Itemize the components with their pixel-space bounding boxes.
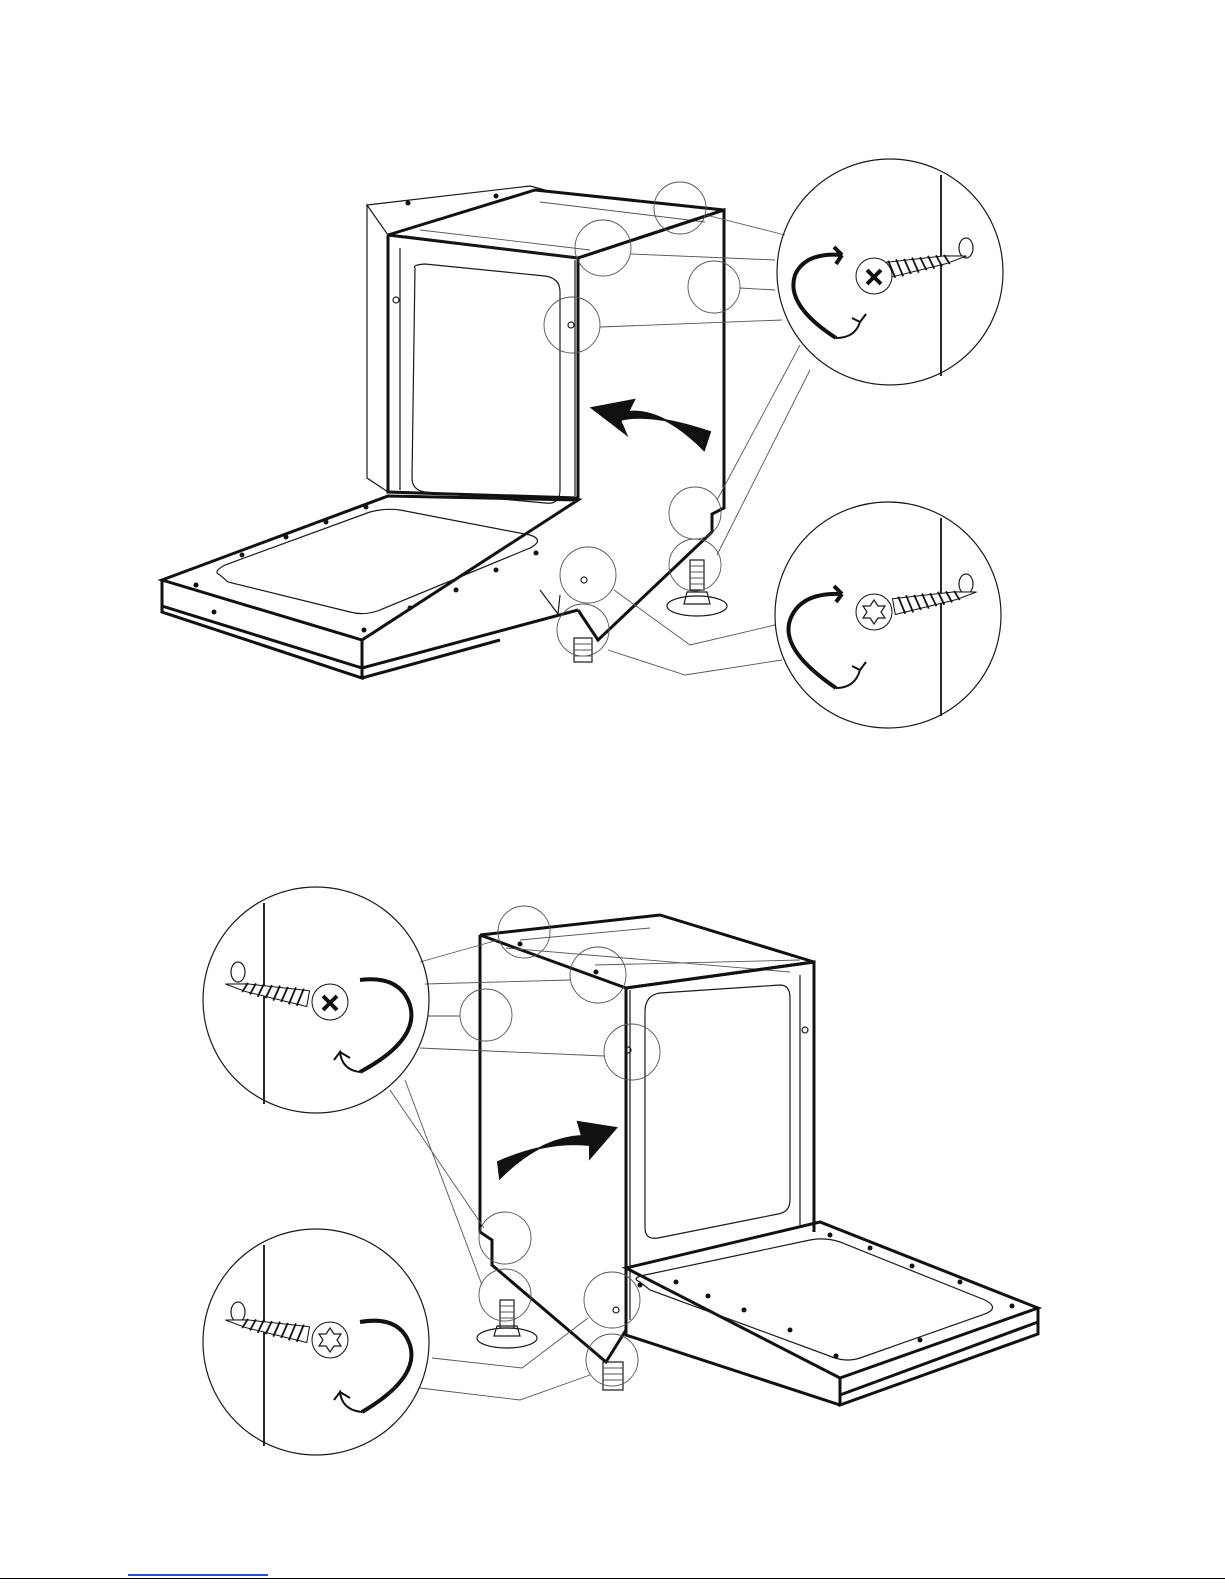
counter-clockwise-arrow-icon — [360, 1321, 411, 1412]
clockwise-arrow-icon — [793, 247, 842, 338]
rotate-left-arrow-icon — [592, 400, 710, 450]
clockwise-arrow-icon — [788, 586, 842, 688]
callout-circles-top — [544, 182, 740, 656]
leader-lines-bottom — [390, 940, 604, 1400]
figure-bottom — [203, 887, 1038, 1455]
detail-inset-torx-screw-top — [775, 502, 1001, 728]
detail-inset-cross-screw-bottom — [203, 887, 429, 1113]
dishwasher-body-top — [388, 190, 724, 640]
detail-inset-cross-screw-top — [777, 159, 1003, 385]
feet-top — [574, 560, 727, 662]
dishwasher-body-bottom — [480, 915, 814, 1362]
counter-clockwise-arrow-icon — [360, 979, 411, 1072]
footer-divider — [0, 1578, 1225, 1579]
door-bottom — [626, 1222, 1038, 1405]
detail-inset-torx-screw-bottom — [203, 1229, 429, 1455]
footer-link-underline[interactable] — [128, 1574, 268, 1576]
door-top — [162, 496, 578, 678]
rotate-right-arrow-icon — [498, 1122, 616, 1178]
figure-top — [162, 159, 1003, 728]
